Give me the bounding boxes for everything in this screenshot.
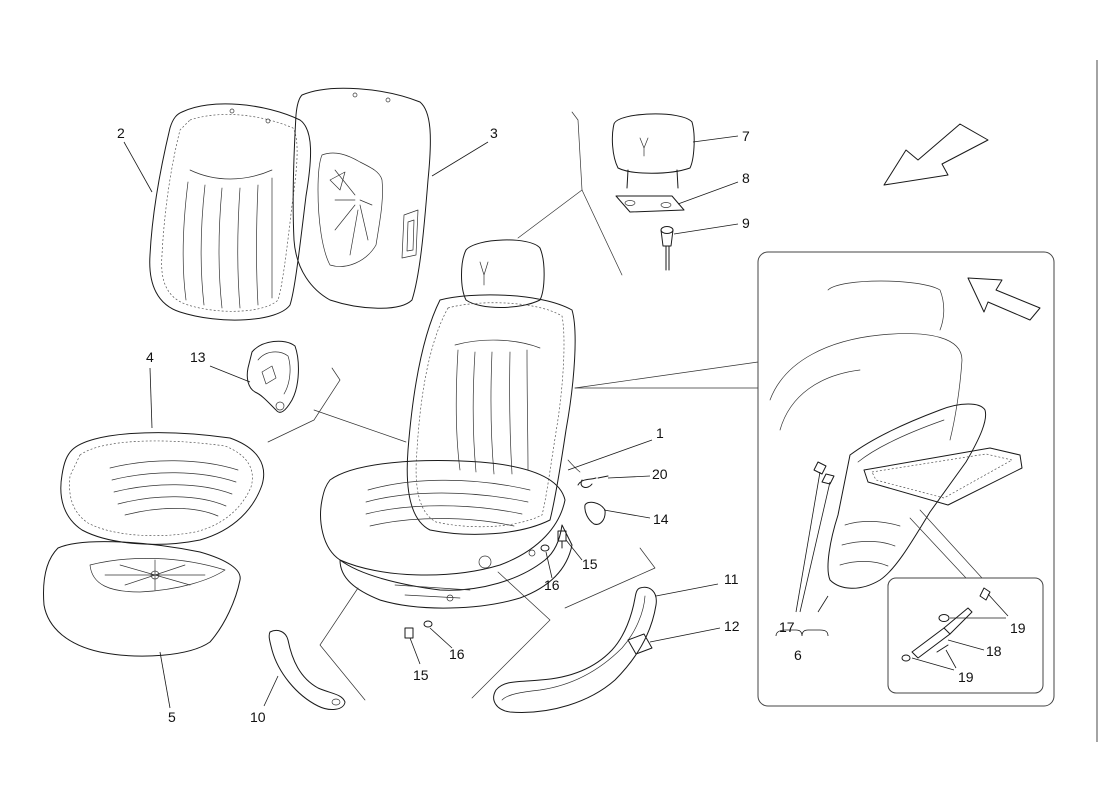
seat-side-trim-panel-part: [493, 586, 657, 713]
spring-part: [577, 475, 609, 488]
seat-cushion-cover-part: [60, 432, 265, 545]
callout-19b: 19: [958, 669, 974, 685]
callout-16b: 16: [449, 646, 465, 662]
cap-part: [584, 501, 606, 525]
callout-2: 2: [117, 125, 125, 141]
callout-12: 12: [724, 618, 740, 634]
callout-5: 5: [168, 709, 176, 725]
callout-labels: 1 2 3 4 5 6 7 8 9 10 11 12 13 14 15 15 1…: [117, 125, 1026, 725]
headrest-guide-part: [660, 226, 674, 271]
callout-7: 7: [742, 128, 750, 144]
screw-part: [404, 530, 567, 639]
callout-15a: 15: [582, 556, 598, 572]
callout-10: 10: [250, 709, 266, 725]
callout-1: 1: [656, 425, 664, 441]
detail-panel: [757, 251, 1055, 707]
callout-18: 18: [986, 643, 1002, 659]
callout-17: 17: [779, 619, 795, 635]
front-seat-assembly-part: [320, 239, 581, 609]
leader-lines: [123, 135, 739, 709]
callout-15b: 15: [413, 667, 429, 683]
backrest-cover-part: [149, 103, 312, 321]
callout-11: 11: [724, 571, 739, 587]
callout-3: 3: [490, 125, 498, 141]
headrest-part: [611, 113, 695, 189]
connector-lines: [267, 111, 759, 701]
seat-side-trim-clip-part: [627, 633, 653, 655]
seat-cushion-pad-part: [43, 541, 241, 657]
callout-4: 4: [146, 349, 154, 365]
callout-16a: 16: [544, 577, 560, 593]
direction-arrow-icon: [883, 123, 989, 186]
seat-side-trim-part: [268, 629, 346, 710]
backrest-hinge-cover-part: [246, 340, 299, 413]
callout-13: 13: [190, 349, 206, 365]
callout-20: 20: [652, 466, 668, 482]
backrest-frame-part: [292, 87, 431, 309]
callout-8: 8: [742, 170, 750, 186]
callout-9: 9: [742, 215, 750, 231]
headrest-bushing-plate-part: [615, 195, 685, 213]
callout-6: 6: [794, 647, 802, 663]
callout-19a: 19: [1010, 620, 1026, 636]
washer-part: [423, 544, 550, 628]
callout-14: 14: [653, 511, 669, 527]
